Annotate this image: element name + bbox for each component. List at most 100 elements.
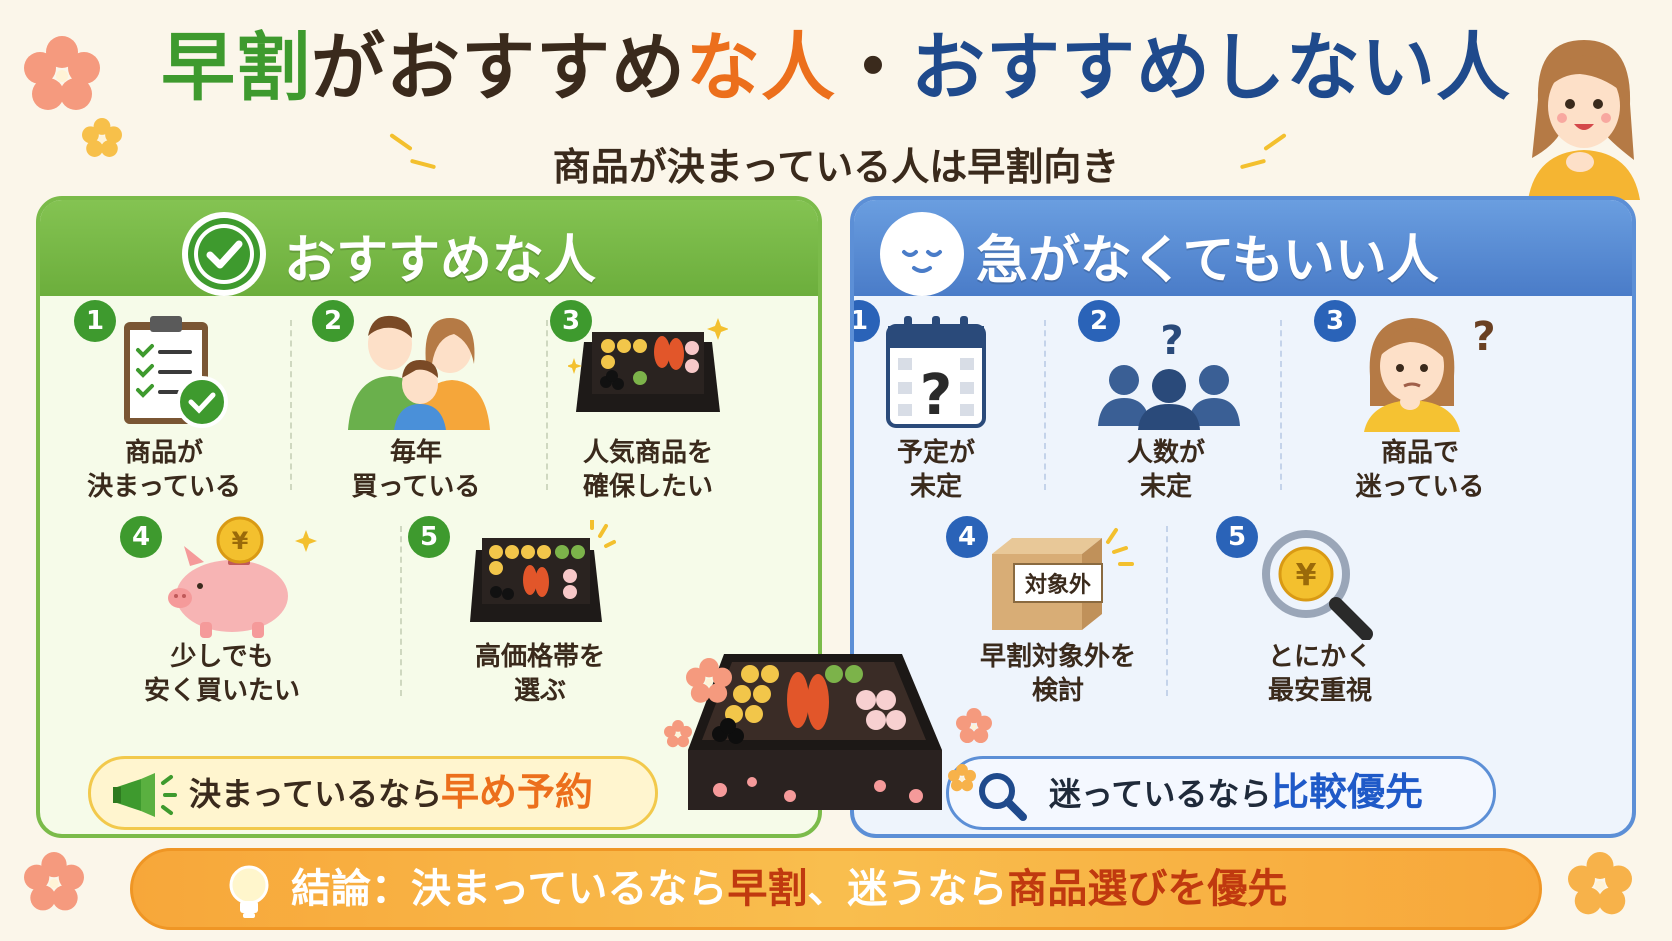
not-recommended-summary: 迷っているなら 比較優先 <box>946 756 1496 830</box>
item-caption: とにかく 最安重視 <box>1190 640 1450 708</box>
item-caption-line: 安く買いたい <box>143 676 300 706</box>
recommended-heading: おすすめな人 <box>284 231 597 291</box>
plum-flower-icon <box>664 720 692 748</box>
summary-highlight: 早め予約 <box>441 770 594 814</box>
not-recommended-heading: 急がなくてもいい人 <box>976 231 1439 291</box>
summary-text: 迷っているなら <box>1049 775 1272 813</box>
divider <box>546 320 548 490</box>
question-mark: ? <box>1472 314 1495 360</box>
title-part-recommend: がおすすめ <box>311 25 686 111</box>
question-mark: ? <box>1160 318 1183 364</box>
subtitle: 商品が決まっている人は早割向き <box>552 145 1120 189</box>
recommended-summary: 決まっているなら 早め予約 <box>88 756 658 830</box>
item-number: 3 <box>1314 300 1356 342</box>
light-bulb-icon <box>229 865 269 918</box>
item-caption-line: とにかく <box>1267 642 1372 672</box>
item-caption-line: 少しでも <box>170 642 274 672</box>
item-caption: 人数が 未定 <box>1036 436 1296 504</box>
question-mark: ? <box>920 363 952 428</box>
page-title: 早割がおすすめな人・おすすめしない人 <box>0 25 1672 111</box>
item-caption: 少しでも 安く買いたい <box>92 640 352 708</box>
osechi-box-icon <box>568 318 728 412</box>
check-circle-icon <box>182 212 266 296</box>
item-caption-line: 毎年 <box>389 438 442 468</box>
conclusion-text-1: 決まっているなら <box>411 866 728 912</box>
item-caption-line: 人数が <box>1126 438 1205 468</box>
summary-text: 決まっているなら <box>189 775 443 813</box>
item-number: 4 <box>120 516 162 558</box>
item-caption-line: 予定が <box>896 438 975 468</box>
item-caption-line: 買っている <box>351 472 481 502</box>
divider <box>1044 320 1046 490</box>
item-caption: 人気商品を 確保したい <box>518 436 778 504</box>
plum-flower-icon <box>686 658 732 703</box>
item-number: 2 <box>1078 300 1120 342</box>
item-number: 2 <box>312 300 354 342</box>
conclusion-text-2: 、迷うなら <box>807 866 1008 912</box>
item-caption: 商品が 決まっている <box>40 436 294 504</box>
conclusion-highlight-1: 早割 <box>727 866 808 912</box>
item-caption-line: 商品が <box>124 438 203 468</box>
item-caption-line: 選ぶ <box>513 676 566 706</box>
title-part-not: おすすめしない人 <box>911 25 1511 111</box>
not-recommended-panel: 急がなくてもいい人 1 ? 予定が 未定 2 ? 人数が 未定 3 ? <box>850 196 1636 838</box>
thinking-woman-icon: ? <box>1364 314 1496 432</box>
plum-flower-icon <box>24 852 84 911</box>
item-caption: 予定が 未定 <box>854 436 1066 504</box>
divider <box>290 320 292 490</box>
summary-highlight: 比較優先 <box>1271 770 1424 814</box>
happy-woman-icon <box>1528 40 1640 200</box>
item-caption-line: 検討 <box>1031 676 1084 706</box>
piggy-bank-icon: ¥ <box>168 516 317 638</box>
recommended-panel: おすすめな人 1 商品が 決まっている 2 毎年 買っている 3 <box>36 196 822 838</box>
item-caption-line: 確保したい <box>582 472 713 502</box>
item-number: 4 <box>946 516 988 558</box>
item-caption-line: 商品で <box>1380 438 1459 468</box>
divider <box>1166 526 1168 696</box>
conclusion-highlight-2: 商品選びを優先 <box>1007 866 1288 912</box>
yen-sign: ¥ <box>232 527 249 555</box>
item-caption: 毎年 買っている <box>286 436 546 504</box>
conclusion-text: 結論：決まっているなら早割、迷うなら商品選びを優先 <box>291 851 1287 927</box>
checklist-icon <box>124 316 228 428</box>
item-caption: 商品で 迷っている <box>1290 436 1550 504</box>
not-recommended-header: 急がなくてもいい人 <box>854 200 1632 296</box>
conclusion-label: 結論： <box>291 866 411 912</box>
item-caption-line: 未定 <box>909 472 962 502</box>
title-part-early: 早割 <box>161 25 311 111</box>
plum-flower-icon <box>948 764 976 792</box>
item-number: 5 <box>408 516 450 558</box>
item-caption-line: 未定 <box>1139 472 1192 502</box>
item-caption-line: 決まっている <box>87 472 241 502</box>
osechi-box-icon <box>470 520 616 622</box>
plum-flower-icon <box>82 118 122 157</box>
title-part-person: な人 <box>686 25 836 111</box>
conclusion-banner: 結論：決まっているなら早割、迷うなら商品選びを優先 <box>130 848 1542 930</box>
plum-flower-icon <box>1568 852 1632 915</box>
item-caption: 早割対象外を 検討 <box>928 640 1188 708</box>
calm-face-icon <box>880 212 964 296</box>
yen-sign: ¥ <box>1296 558 1317 593</box>
people-question-icon: ? <box>1098 318 1240 430</box>
item-caption-line: 人気商品を <box>582 438 713 468</box>
box-label: 対象外 <box>1025 572 1091 598</box>
osechi-box-icon <box>688 654 942 810</box>
item-number: 3 <box>550 300 592 342</box>
recommended-header: おすすめな人 <box>40 200 818 296</box>
item-caption-line: 迷っている <box>1355 472 1485 502</box>
megaphone-icon <box>113 773 177 817</box>
box-icon: 対象外 <box>992 528 1134 630</box>
item-caption: 高価格帯を 選ぶ <box>410 640 670 708</box>
magnifier-yen-icon: ¥ <box>1262 530 1373 640</box>
divider <box>400 526 402 696</box>
item-number: 5 <box>1216 516 1258 558</box>
family-icon <box>348 315 490 430</box>
item-caption-line: 高価格帯を <box>474 642 605 672</box>
divider <box>1280 320 1282 490</box>
calendar-question-icon: ? <box>886 316 986 428</box>
item-number: 1 <box>854 300 880 342</box>
plum-flower-icon <box>956 708 992 744</box>
item-caption-line: 早割対象外を <box>979 642 1136 672</box>
search-icon <box>979 773 1027 821</box>
item-number: 1 <box>74 300 116 342</box>
